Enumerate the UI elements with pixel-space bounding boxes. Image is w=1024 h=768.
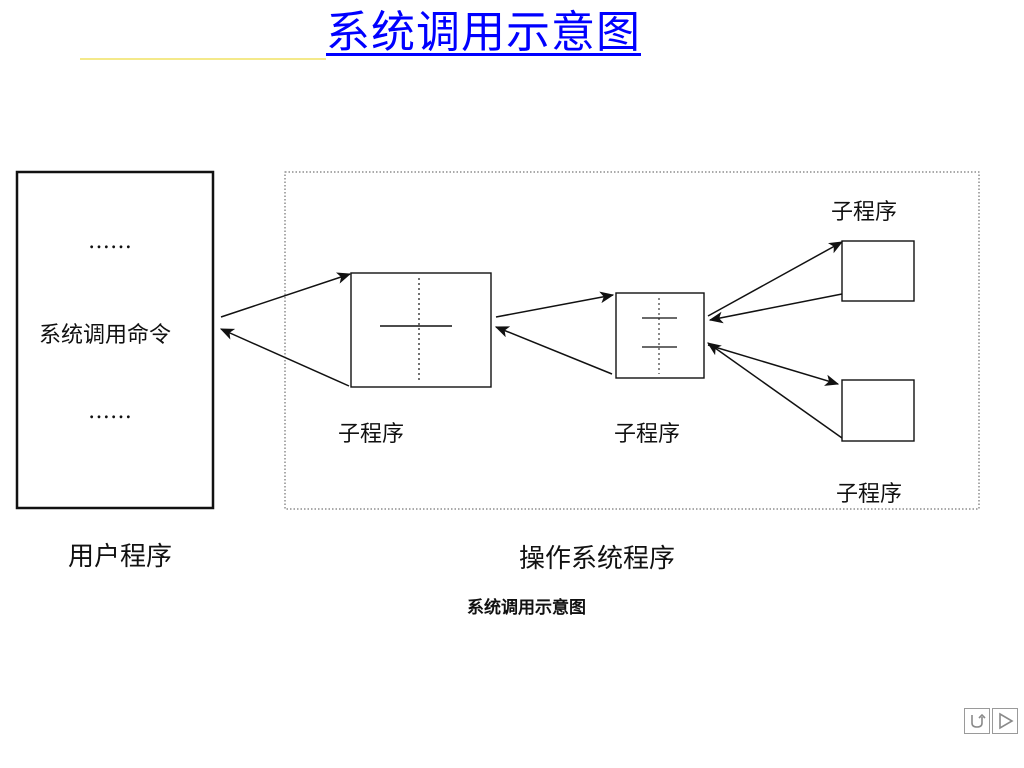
system-call-command-label: 系统调用命令: [39, 323, 172, 348]
user-program-dots-bottom: ……: [88, 399, 132, 424]
arrow-call-to-subroutine-3: [707, 241, 844, 317]
user-program-dots-top: ……: [88, 229, 132, 254]
slide-navigation: [964, 708, 1018, 734]
os-program-caption: 操作系统程序: [519, 544, 676, 574]
arrow-return-from-subroutine-2: [494, 326, 613, 375]
arrow-return-from-subroutine-4: [707, 342, 843, 439]
subroutine-box-4: [841, 379, 915, 442]
subroutine-label-2: 子程序: [614, 422, 681, 447]
play-triangle-icon: [999, 712, 1014, 730]
figure-caption: 系统调用示意图: [467, 598, 586, 618]
user-program-caption: 用户程序: [68, 542, 173, 572]
next-slide-button[interactable]: [992, 708, 1018, 734]
arrow-return-from-subroutine-1: [219, 328, 350, 387]
page-title: 系统调用示意图: [326, 7, 641, 58]
subroutine-box-3: [841, 240, 915, 302]
user-program-box: [15, 170, 215, 510]
subroutine-box-2: [615, 292, 705, 379]
arrow-call-to-subroutine-4: [707, 344, 840, 386]
subroutine-label-1: 子程序: [338, 422, 405, 447]
os-program-boundary: [284, 171, 980, 510]
return-button[interactable]: [964, 708, 990, 734]
arrow-call-to-subroutine-2: [495, 291, 615, 318]
arrow-return-from-subroutine-3: [708, 293, 843, 324]
subroutine-label-3: 子程序: [831, 200, 898, 225]
subroutine-label-4: 子程序: [836, 482, 903, 507]
return-icon: [971, 713, 986, 728]
title-decoration-line: [80, 58, 326, 60]
arrow-call-to-subroutine-1: [220, 272, 352, 318]
subroutine-box-1: [350, 272, 492, 388]
